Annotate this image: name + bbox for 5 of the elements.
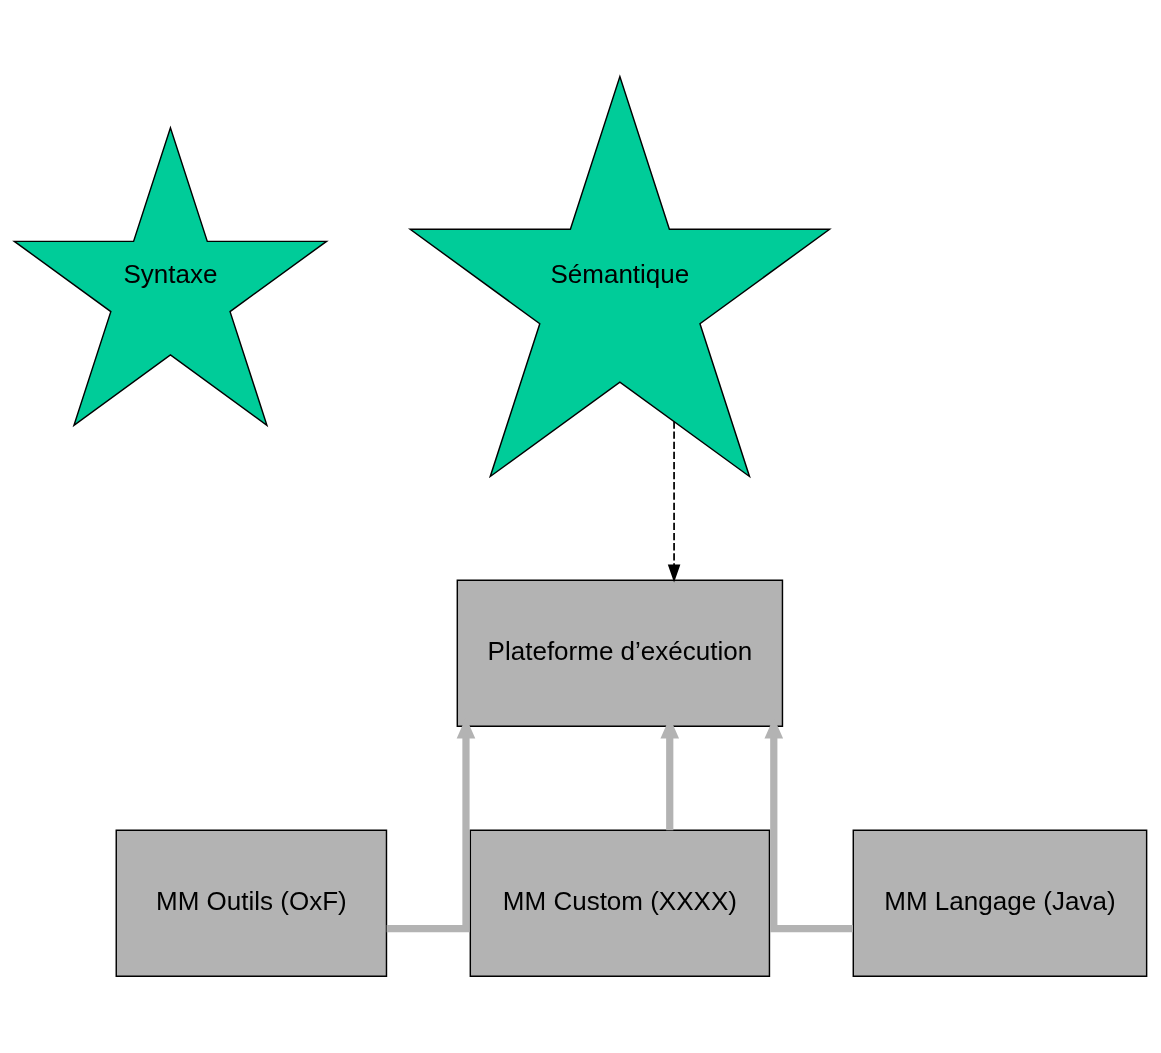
node-box: MM Outils (OxF) (115, 829, 388, 977)
node-box: Plateforme d’exécution (456, 579, 784, 727)
arrow (667, 420, 681, 583)
node-box: MM Langage (Java) (852, 829, 1148, 977)
node-box: MM Custom (XXXX) (469, 829, 771, 977)
